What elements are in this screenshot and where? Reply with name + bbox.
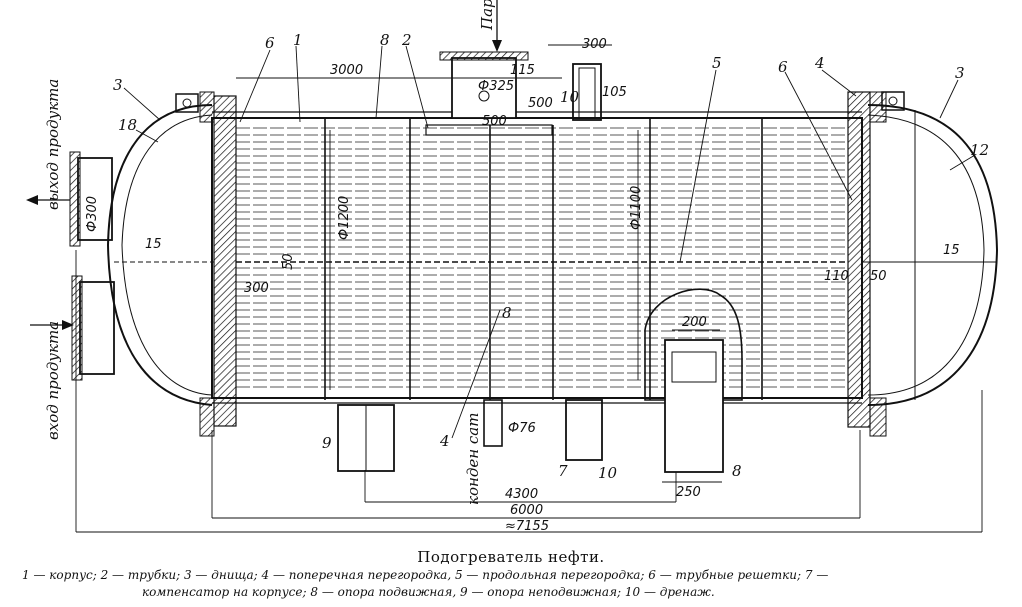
caption-title: Подогреватель нефти.	[417, 548, 605, 566]
callout-4-top: 4	[814, 54, 825, 72]
dimension-lines	[75, 44, 983, 533]
label-outlet: выход продукта	[44, 79, 62, 210]
callout-8-mid: 8	[502, 304, 512, 322]
compensator-top-inner	[578, 67, 596, 119]
callout-5: 5	[712, 54, 722, 72]
dim-115: 115	[510, 63, 535, 78]
dim-50b: 50	[870, 269, 887, 284]
right-head	[867, 104, 999, 406]
left-head-inner	[121, 114, 213, 396]
left-lifting-lug	[175, 93, 199, 113]
moving-support	[664, 339, 724, 473]
dim-15-right: 15	[943, 243, 960, 258]
left-tube-sheet	[213, 95, 237, 427]
left-lug-hole	[182, 98, 192, 108]
dim-1100: Ф1100	[629, 186, 644, 230]
steam-arrow-head	[492, 40, 502, 52]
label-steam: Пар	[478, 0, 496, 31]
drain-nozzle	[483, 399, 503, 447]
callout-12: 12	[970, 141, 989, 159]
transverse-baffles	[324, 118, 763, 400]
dim-500a: 500	[528, 96, 553, 111]
leader-lines	[123, 45, 976, 439]
dim-76: Ф76	[508, 421, 536, 436]
right-lug-hole	[888, 96, 898, 106]
compensator-bottom	[565, 399, 603, 461]
callout-8-bottom: 8	[732, 462, 742, 480]
steam-nozzle	[451, 57, 517, 119]
callout-1: 1	[293, 31, 303, 49]
dim-3000: 3000	[330, 63, 363, 78]
right-tube-sheet	[847, 91, 871, 428]
legend-line-2: компенсатор на корпусе; 8 — опора подвиж…	[142, 585, 715, 599]
moving-support-plate	[671, 351, 717, 383]
oil-heater-drawing: 6 1 8 2 3 18 5 6 4 3 12 10 8 9 4 7 10 8 …	[26, 0, 999, 534]
label-condensate: конден сат	[464, 413, 482, 505]
dim-1200: Ф1200	[337, 196, 352, 240]
outlet-nozzle-flange	[69, 151, 81, 247]
dim-300-left: 300	[244, 281, 269, 296]
callout-6-left: 6	[265, 34, 275, 52]
dim-105: 105	[602, 85, 627, 100]
inlet-nozzle	[79, 281, 115, 375]
dim-15-left: 15	[145, 237, 162, 252]
dim-300-nozzle: Ф300	[85, 196, 100, 232]
inlet-nozzle-flange	[71, 275, 83, 381]
right-head-inner	[867, 114, 985, 396]
callout-8-top: 8	[380, 31, 390, 49]
impingement-plate	[425, 124, 553, 136]
dim-6000: 6000	[510, 503, 543, 518]
tube-bundle	[236, 127, 848, 388]
callout-3-left: 3	[113, 76, 123, 94]
label-inlet: вход продукта	[44, 321, 62, 440]
caption-legend: 1 — корпус; 2 — трубки; 3 — днища; 4 — п…	[22, 567, 1002, 601]
right-flange-top	[869, 91, 887, 123]
callout-4-bottom: 4	[439, 432, 450, 450]
shell-body	[211, 117, 863, 399]
callout-3-right: 3	[955, 64, 965, 82]
callout-2: 2	[401, 31, 412, 49]
callout-10-bottom: 10	[598, 464, 618, 482]
callout-6-right: 6	[778, 58, 788, 76]
dim-110: 110	[824, 269, 849, 284]
left-head	[106, 104, 213, 406]
compensator-top	[572, 63, 602, 121]
left-flange-bottom	[199, 397, 215, 437]
callout-7: 7	[558, 462, 568, 480]
outlet-arrow-head	[26, 195, 38, 205]
dim-50a: 50	[281, 253, 296, 270]
inlet-arrow-head	[62, 320, 74, 330]
dim-250: 250	[676, 485, 701, 500]
dim-325: Ф325	[478, 79, 514, 94]
dim-4300: 4300	[505, 487, 538, 502]
dim-500b: 500	[482, 114, 507, 129]
callout-10-top: 10	[560, 88, 580, 106]
dim-7155: ≈7155	[505, 519, 549, 534]
legend-line-1: 1 — корпус; 2 — трубки; 3 — днища; 4 — п…	[22, 568, 829, 582]
steam-nozzle-center	[478, 90, 490, 102]
moving-support-saddle	[644, 288, 743, 401]
dim-200: 200	[682, 315, 707, 330]
steam-nozzle-flange	[439, 51, 529, 61]
dim-300-top: 300	[582, 37, 607, 52]
callout-9: 9	[322, 434, 332, 452]
right-flange-bottom	[869, 397, 887, 437]
callout-18: 18	[118, 116, 137, 134]
right-lifting-lug	[881, 91, 905, 111]
left-flange-top	[199, 91, 215, 123]
